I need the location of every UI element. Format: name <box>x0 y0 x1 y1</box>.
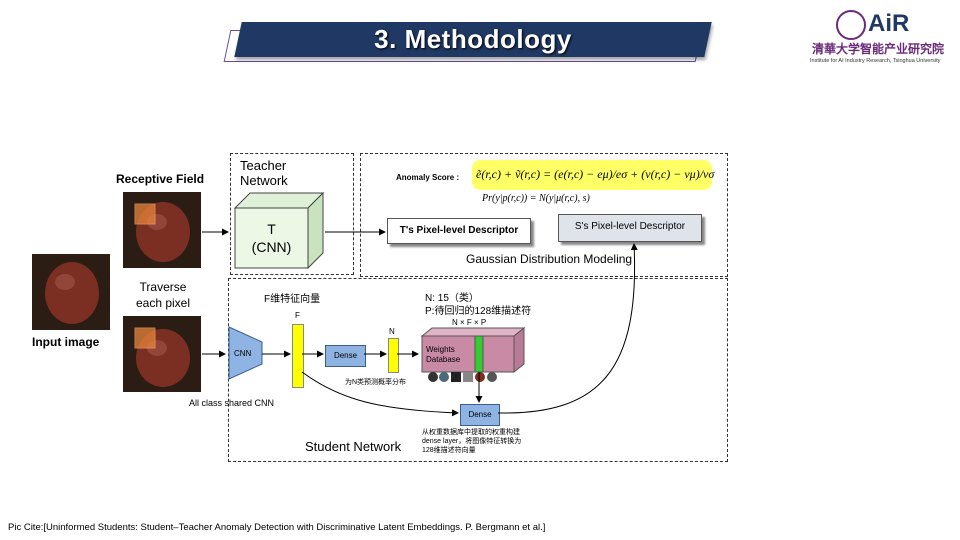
probability-formula: Pr(y|p(r,c)) = N(y|μ(r,c), s) <box>482 193 590 204</box>
student-cnn-label: CNN <box>234 349 252 358</box>
formula-highlight <box>472 160 712 190</box>
institute-name-cn: 清華大学智能产业研究院 <box>812 42 945 56</box>
feature-vector-f <box>292 324 304 388</box>
gaussian-modeling-region <box>360 153 728 277</box>
student-descriptor-box: S's Pixel-level Descriptor <box>558 214 702 242</box>
anomaly-formula: ẽ(r,c) + ṽ(r,c) = (e(r,c) − eμ)/eσ + (v(… <box>476 167 715 181</box>
air-logo: AiR <box>868 10 910 37</box>
hazelnut-image-top <box>123 192 201 268</box>
n-classes-label: N: 15（类） <box>425 293 479 304</box>
student-cnn-trapezoid <box>228 326 263 380</box>
traverse-label: Traverse each pixel <box>135 280 191 310</box>
institute-name-en: Institute for AI Industry Research, Tsin… <box>810 58 941 64</box>
dense-layer-1: Dense <box>325 345 366 367</box>
page-title: 3. Methodology <box>374 24 572 54</box>
p-descriptor-label: P:待回归的128维描述符 <box>425 306 532 317</box>
dense-layer-2: Dense <box>460 404 500 426</box>
gaussian-modeling-label: Gaussian Distribution Modeling <box>466 252 633 266</box>
teacher-network-region <box>230 153 354 275</box>
dense-note: 从权重数据库中提取的权重构建 dense layer，将图像特征转换为 128维… <box>422 429 522 454</box>
f-label: F <box>295 311 300 320</box>
student-network-label: Student Network <box>305 439 402 454</box>
weights-database-label: Weights Database <box>426 345 461 364</box>
university-seal-icon <box>836 10 866 40</box>
citation-text: Pic Cite:[Uninformed Students: Student–T… <box>8 522 546 533</box>
input-hazelnut-image <box>32 254 110 330</box>
class-probability-vector <box>388 338 399 373</box>
input-image-label: Input image <box>32 335 100 349</box>
f-vector-label: F维特征向量 <box>264 294 321 305</box>
teacher-network-label: Teacher Network <box>240 158 288 188</box>
receptive-field-label: Receptive Field <box>116 172 205 186</box>
n-label: N <box>389 327 395 336</box>
teacher-box-label: T (CNN) <box>251 221 292 255</box>
texture-thumbnails <box>428 372 497 382</box>
nfp-label: N × F × P <box>452 318 487 327</box>
teacher-descriptor-box: T's Pixel-level Descriptor <box>387 218 531 244</box>
anomaly-score-label: Anomaly Score : <box>396 173 460 182</box>
shared-cnn-label: All class shared CNN <box>189 398 275 408</box>
hazelnut-image-bottom <box>123 316 201 392</box>
teacher-cnn-cube <box>233 191 325 270</box>
weights-database-cube <box>420 326 526 374</box>
probability-distribution-label: 为N类预测概率分布 <box>345 379 407 386</box>
